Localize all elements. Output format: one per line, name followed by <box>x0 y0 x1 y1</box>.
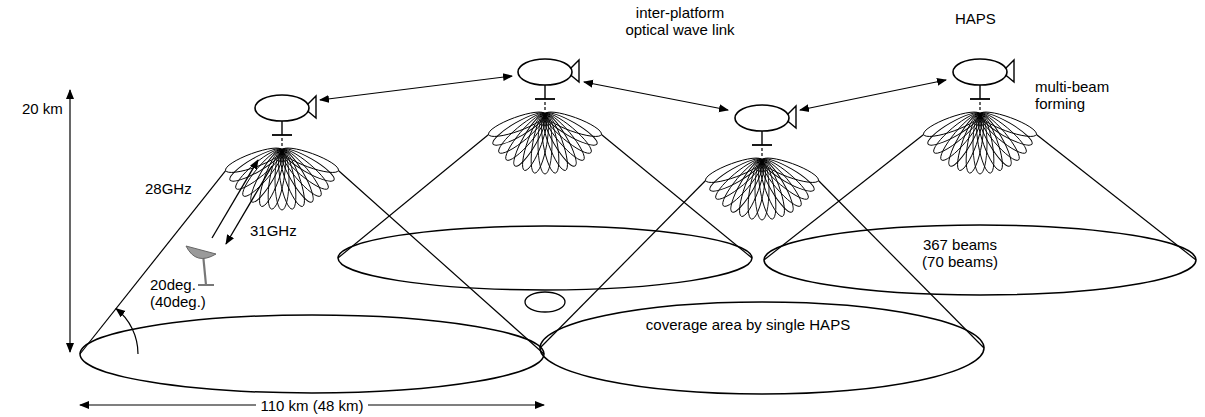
optical-links <box>320 76 946 110</box>
airship-body <box>953 59 1007 85</box>
platforms <box>80 59 1196 354</box>
beam-fan <box>486 107 604 174</box>
gondola-strut <box>761 131 762 145</box>
gondola-bar <box>272 134 292 136</box>
elevation-arc <box>116 309 138 354</box>
airship-body <box>735 105 789 131</box>
overlap-ellipse <box>525 292 565 312</box>
label: 110 km (48 km) <box>256 397 367 414</box>
label: 28GHz <box>145 180 192 197</box>
height-arrow <box>69 90 70 352</box>
antenna-mast <box>761 148 762 160</box>
gondola-bar <box>752 144 772 146</box>
airship-body <box>255 95 309 121</box>
beam-petal <box>759 154 818 196</box>
airship-body <box>518 59 572 85</box>
label: coverage area by single HAPS <box>646 316 850 333</box>
beam-petal <box>541 109 596 158</box>
optical-link-arrow <box>320 76 512 100</box>
beam-petal <box>280 143 341 177</box>
gondola-bar <box>970 98 990 100</box>
haps-airship <box>953 59 1014 114</box>
beam-petal <box>279 144 338 186</box>
label: HAPS <box>955 10 996 27</box>
haps-airship <box>735 105 796 160</box>
coverage-ellipse <box>80 315 544 393</box>
beam-petal <box>542 108 601 150</box>
haps-airship <box>518 59 579 114</box>
label: 367 beams (70 beams) <box>918 236 1002 271</box>
antenna-mast <box>281 138 282 150</box>
gondola-strut <box>544 85 545 99</box>
beam-fan <box>223 143 341 210</box>
beam-fan <box>703 153 821 220</box>
beam-petal <box>976 109 1031 158</box>
antenna-base <box>198 284 214 286</box>
beam-petal <box>977 108 1036 150</box>
dish-reflector <box>186 246 216 259</box>
antenna-mast <box>544 102 545 114</box>
beam-petal <box>543 107 604 141</box>
cone-line <box>80 171 226 354</box>
coverage-areas <box>80 225 1196 394</box>
optical-link-arrow <box>584 82 728 110</box>
gondola-strut <box>979 85 980 99</box>
label: 31GHz <box>250 222 297 239</box>
label: multi-beam forming <box>1035 78 1127 113</box>
gondola-bar <box>535 98 555 100</box>
label: inter-platform optical wave link <box>618 4 742 39</box>
label: 20deg. (40deg.) <box>150 276 212 311</box>
beam-petal <box>278 145 333 194</box>
haps-airship <box>255 95 316 150</box>
cone-line <box>601 135 752 258</box>
label: 20 km <box>22 100 63 117</box>
gondola-strut <box>281 121 282 135</box>
beam-petal <box>758 155 813 204</box>
cone-line <box>338 135 489 258</box>
antenna-mast <box>979 102 980 114</box>
optical-link-arrow <box>800 80 946 110</box>
beam-petal <box>978 107 1039 141</box>
cone-line <box>338 171 544 354</box>
cone-line <box>1036 135 1196 260</box>
coverage-ellipse <box>338 226 752 290</box>
beam-petal <box>760 153 821 187</box>
beam-fan <box>921 107 1039 174</box>
coverage-ellipse <box>540 302 984 394</box>
cone-line <box>764 135 924 260</box>
coverage-ellipse <box>764 225 1196 295</box>
